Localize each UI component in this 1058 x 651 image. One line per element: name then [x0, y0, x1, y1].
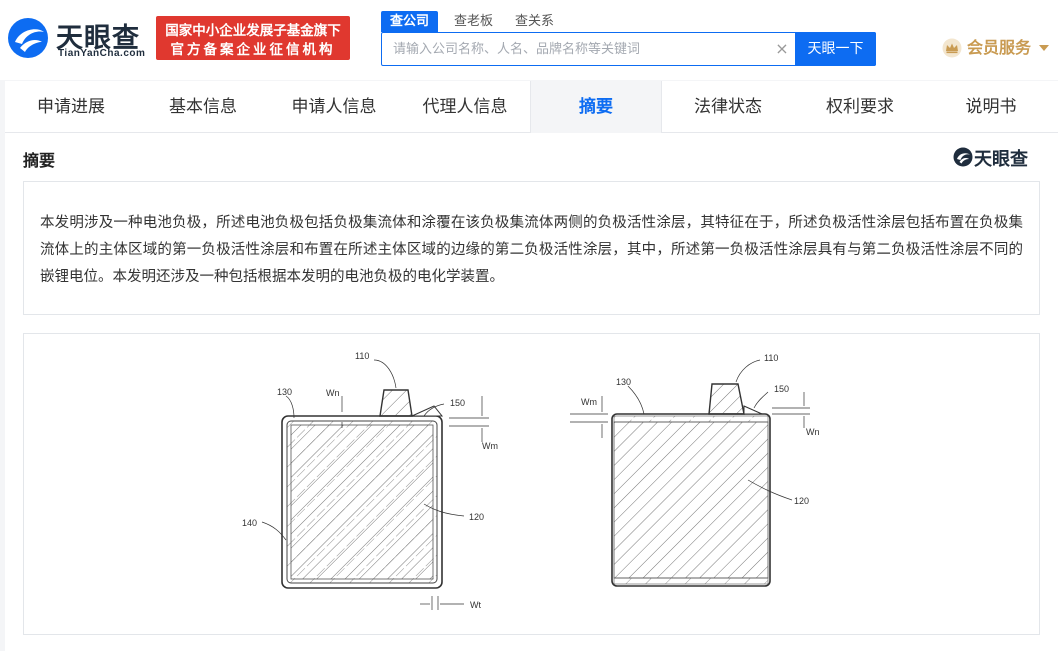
label-150: 150 — [774, 384, 789, 394]
label-110: 110 — [355, 351, 369, 361]
official-badge: 国家中小企业发展子基金旗下 官方备案企业征信机构 — [156, 16, 350, 60]
label-130: 130 — [616, 377, 631, 387]
section-title: 摘要 — [23, 151, 56, 170]
label-wn: Wn — [326, 388, 340, 398]
label-wt: Wt — [470, 600, 481, 610]
abstract-section: 摘要 天眼查 本发明涉及一种电池负极，所述电池负极包括负极集流体和涂覆在该负极集… — [5, 133, 1058, 651]
watermark-logo-name: 天眼查 — [974, 149, 1028, 170]
vip-label: 会员服务 — [967, 38, 1032, 57]
watermark-logo: 天眼查 — [953, 145, 1043, 170]
tab-application-progress[interactable]: 申请进展 — [37, 97, 105, 117]
badge-line-2: 官方备案企业征信机构 — [170, 42, 336, 58]
crown-icon — [942, 38, 962, 58]
tab-applicant-info[interactable]: 申请人信息 — [291, 97, 377, 117]
search-tab-boss[interactable]: 查老板 — [454, 14, 494, 29]
chevron-down-icon — [1039, 45, 1049, 51]
label-120: 120 — [794, 496, 809, 506]
tab-basic-info[interactable]: 基本信息 — [169, 97, 237, 117]
label-150: 150 — [450, 398, 465, 408]
clear-icon[interactable]: × — [775, 39, 789, 58]
label-wn: Wn — [806, 427, 820, 437]
search-box: × 天眼一下 — [381, 32, 876, 66]
label-110: 110 — [764, 353, 778, 363]
tianyancha-logo-icon — [8, 18, 48, 58]
tab-abstract[interactable]: 摘要 — [530, 81, 662, 134]
top-header: 天眼查 TianYanCha.com 国家中小企业发展子基金旗下 官方备案企业征… — [0, 0, 1058, 80]
logo-domain: TianYanCha.com — [58, 48, 146, 59]
patent-drawing: 110 130 Wn 150 Wm 120 140 Wt — [242, 351, 820, 610]
tab-agent-info[interactable]: 代理人信息 — [422, 97, 508, 117]
detail-nav-tabs: 申请进展 基本信息 申请人信息 代理人信息 摘要 法律状态 权利要求 说明书 — [5, 81, 1058, 134]
search-button[interactable]: 天眼一下 — [795, 32, 876, 66]
search-tab-relation[interactable]: 查关系 — [515, 14, 555, 29]
logo-name: 天眼查 — [56, 23, 140, 54]
figure-left: 110 130 Wn 150 Wm 120 140 Wt — [242, 351, 498, 610]
tab-legal-status[interactable]: 法律状态 — [694, 97, 762, 117]
badge-line-1: 国家中小企业发展子基金旗下 — [165, 23, 341, 39]
label-wm: Wm — [482, 441, 498, 451]
label-140: 140 — [242, 518, 257, 528]
site-logo[interactable]: 天眼查 TianYanCha.com — [6, 14, 150, 62]
patent-figure[interactable]: 110 130 Wn 150 Wm 120 140 Wt — [23, 333, 1040, 635]
search-tab-company[interactable]: 查公司 — [381, 11, 439, 32]
label-wm: Wm — [581, 397, 597, 407]
abstract-text: 本发明涉及一种电池负极，所述电池负极包括负极集流体和涂覆在该负极集流体两侧的负极… — [40, 215, 1023, 285]
label-120: 120 — [469, 512, 484, 522]
label-130: 130 — [277, 387, 292, 397]
tianyancha-logo-icon — [953, 147, 973, 167]
tab-description[interactable]: 说明书 — [965, 97, 1017, 117]
figure-right: 110 130 150 Wm Wn 120 — [570, 353, 820, 587]
abstract-box: 本发明涉及一种电池负极，所述电池负极包括负极集流体和涂覆在该负极集流体两侧的负极… — [23, 181, 1040, 315]
tab-claims[interactable]: 权利要求 — [826, 97, 894, 117]
search-input[interactable] — [382, 33, 772, 65]
